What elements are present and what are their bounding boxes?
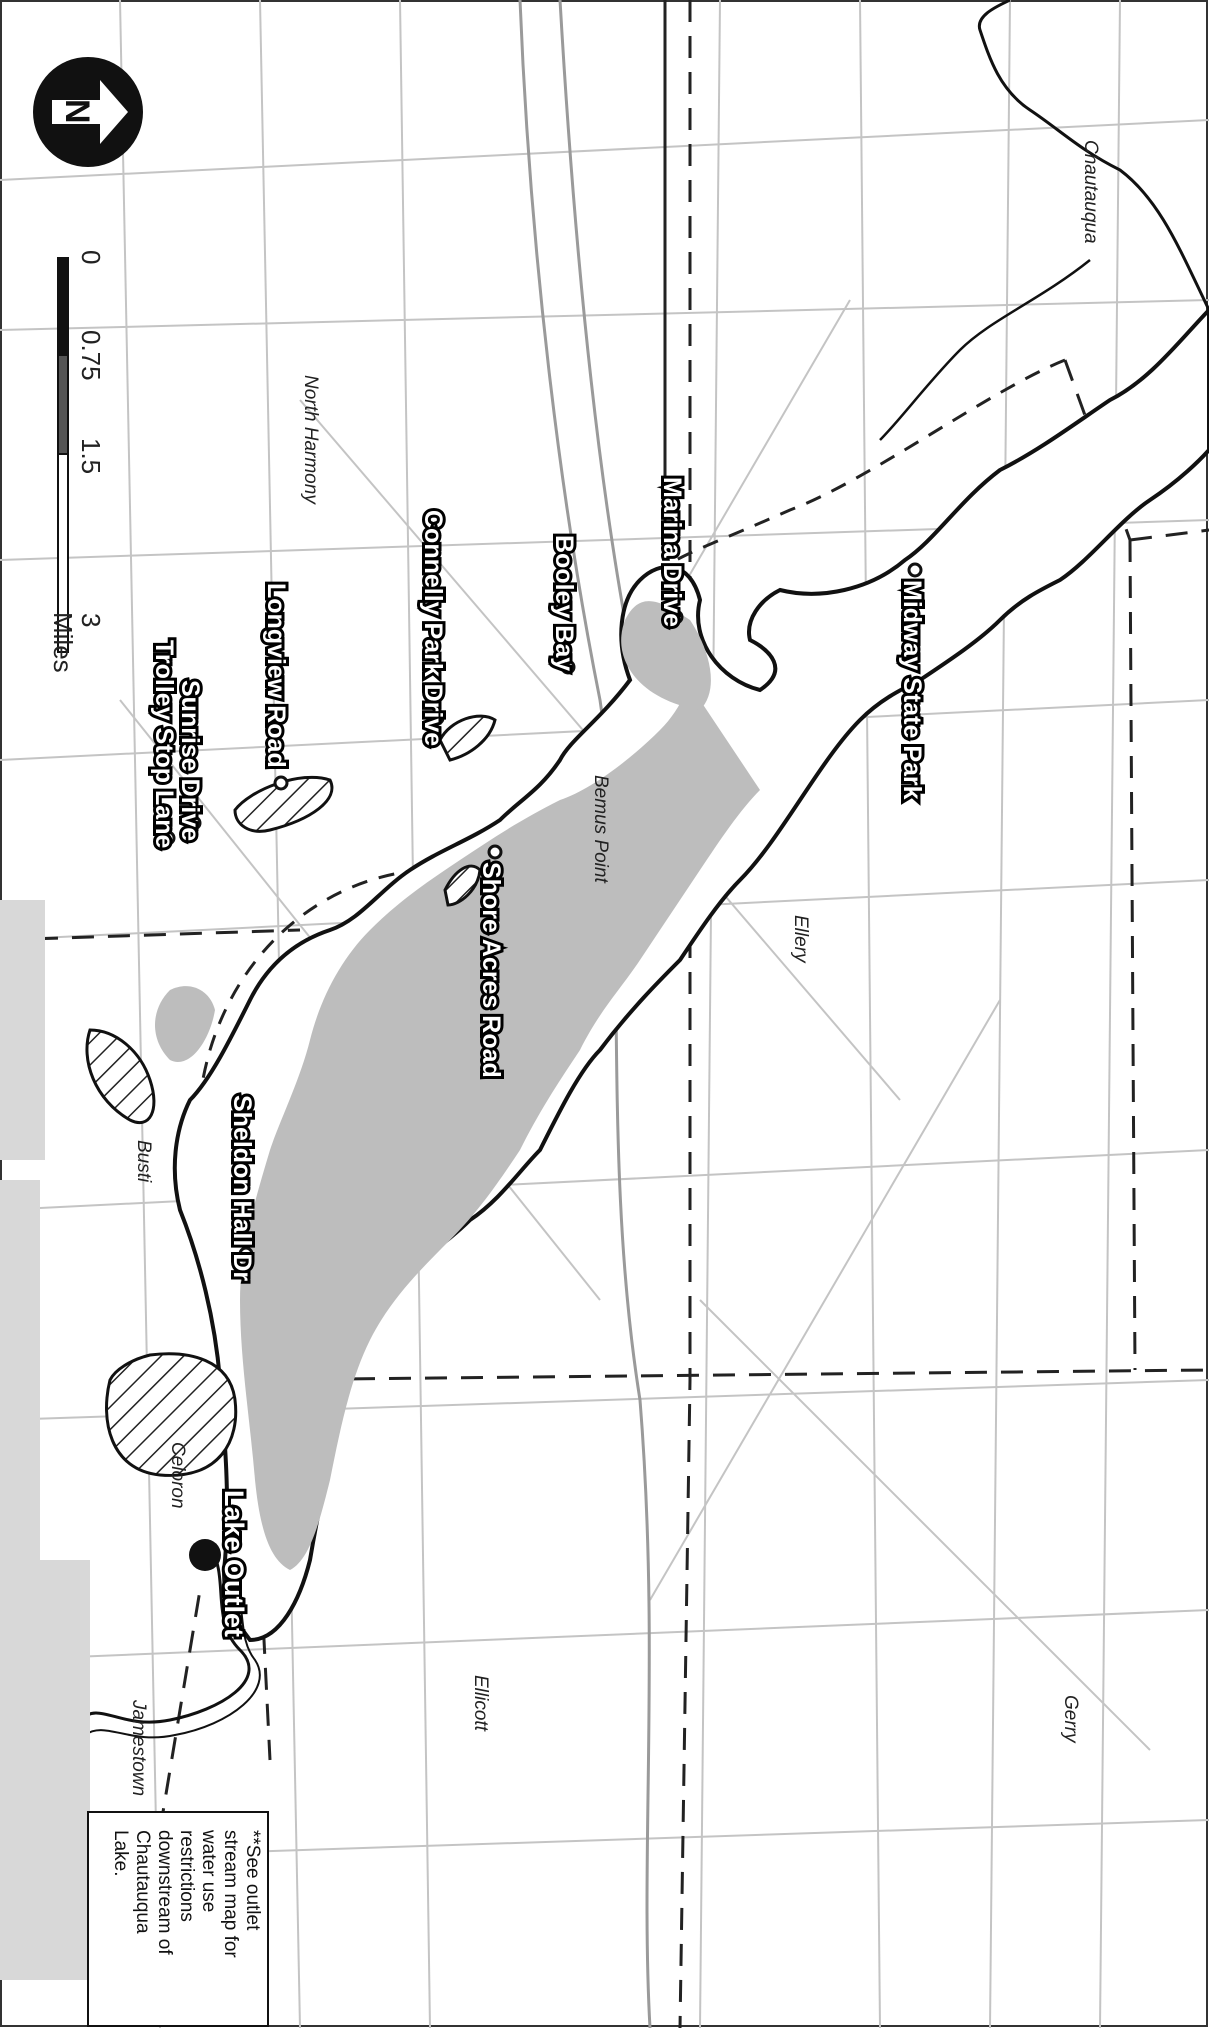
- lake-outlet-river-2: [84, 1559, 261, 1739]
- note-line-3: water use: [198, 1829, 219, 1912]
- note-line-1: **See outlet: [242, 1830, 263, 1931]
- site-marker-trolley: [160, 830, 176, 846]
- town-busti: Busti: [133, 1140, 154, 1183]
- note-box-frame: [87, 1811, 269, 2027]
- scale-bar: 0 0.75 1.5 3 Miles: [48, 250, 106, 673]
- site-marker-sheldon: [238, 1246, 254, 1262]
- scale-bar-segment-1: [58, 258, 68, 356]
- north-arrow-icon: [52, 80, 128, 144]
- site-marker-midway: [907, 562, 923, 578]
- scale-tick-15: 1.5: [76, 438, 106, 474]
- town-ellicott: Ellicott: [470, 1675, 491, 1732]
- label-sunrise: Sunrise Drive: [176, 680, 204, 841]
- scale-bar-outline: [57, 257, 69, 653]
- label-marina-drive: Marina Drive: [658, 477, 686, 627]
- urban-area: [0, 900, 90, 1980]
- label-booley-bay: Booley Bay: [550, 535, 578, 671]
- label-trolley: Trolley Stop Lane: [150, 640, 178, 848]
- site-marker-shore-acres: [487, 844, 503, 860]
- town-bemus-point: Bemus Point: [590, 775, 611, 883]
- north-arrow: N: [33, 57, 143, 167]
- note-line-6: Chautauqua: [132, 1830, 153, 1934]
- lake-outlet-river: [78, 1544, 251, 1724]
- note-line-5: downstream of: [154, 1830, 175, 1955]
- town-ellery: Ellery: [790, 915, 811, 964]
- note-box: **See outlet stream map for water use re…: [87, 1811, 269, 2027]
- shaded-zone: [240, 620, 760, 1570]
- shaded-zone-busti: [155, 986, 215, 1062]
- lake-outlet-marker: [189, 1539, 221, 1571]
- label-shore-acres: Shore Acres Road: [477, 862, 505, 1078]
- label-longview: Longview Road: [262, 583, 290, 768]
- scale-tick-0: 0: [76, 250, 106, 264]
- site-markers: [160, 562, 923, 1262]
- lake-inlet: [879, 259, 1091, 441]
- scale-tick-075: 0.75: [76, 330, 106, 381]
- town-labels: Chautauqua North Harmony Bemus Point Ell…: [128, 140, 1101, 1796]
- scale-unit: Miles: [48, 612, 78, 673]
- town-chautauqua: Chautauqua: [1080, 140, 1101, 244]
- town-north-harmony: North Harmony: [300, 375, 321, 505]
- label-sheldon: Sheldon Hall Dr: [228, 1095, 256, 1281]
- site-marker-sunrise: [186, 815, 202, 831]
- note-line-4: restrictions: [176, 1830, 197, 1922]
- lake-north-arm: [977, 0, 1209, 311]
- site-marker-connelly: [429, 710, 445, 726]
- label-lake-outlet: Lake Outlet: [219, 1490, 249, 1637]
- site-marker-longview: [273, 775, 289, 791]
- town-celoron: Celoron: [167, 1442, 188, 1509]
- label-midway: Midway State Park: [898, 580, 926, 800]
- scale-tick-3: 3: [76, 613, 106, 627]
- north-arrow-label: N: [58, 99, 96, 124]
- scale-bar-segment-2: [58, 356, 68, 454]
- note-line-2: stream map for: [220, 1830, 241, 1958]
- site-marker-marina-drive: [668, 609, 684, 625]
- site-marker-booley-bay: [560, 659, 576, 675]
- site-labels: Marina Drive Midway State Park Booley Ba…: [147, 474, 929, 1640]
- note-line-7: Lake.: [110, 1830, 131, 1876]
- shaded-zone-north: [621, 601, 711, 710]
- town-jamestown: Jamestown: [128, 1699, 149, 1796]
- hatched-zones: [85, 714, 497, 1477]
- label-connelly: Connelly Park Drive: [419, 510, 447, 746]
- town-gerry: Gerry: [1060, 1695, 1081, 1744]
